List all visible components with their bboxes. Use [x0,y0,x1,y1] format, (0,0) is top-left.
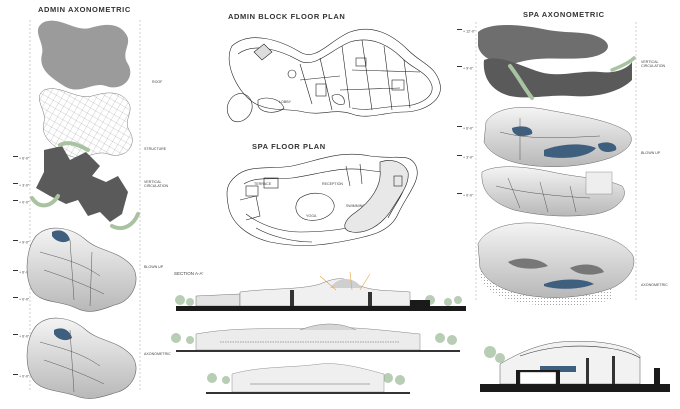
admin-vertical-circulation-label: VERTICAL CIRCULATION [144,180,169,188]
admin-axonometric-title: ADMIN AXONOMETRIC [38,5,131,14]
section-strip-1 [175,271,466,311]
admin-axonometric [26,20,141,399]
spa-blown-up-layer [483,107,632,167]
spa-room-swimming-pool: SWIMMING POOL [346,204,377,208]
spa-section [480,341,670,392]
elevation-marker: + 3'-0" [457,155,473,160]
elevation-marker: + 6'-0" [457,126,473,131]
spa-roof-layer [478,25,608,64]
elevation-marker: + 0'-0" [13,200,29,205]
elevation-marker: + 0'-0" [13,297,29,302]
elevation-marker: + 6'-0" [13,156,29,161]
elevation-marker: + 0'-0" [13,374,29,379]
spa-circulation-layer [483,58,632,98]
spa-room-reception: RECEPTION [322,182,343,186]
elevation-marker: + 9'-0" [457,66,473,71]
admin-blown-up-label: BLOWN UP [144,265,164,269]
spa-vertical-circulation-label: VERTICAL CIRCULATION [641,60,666,68]
section-strip-3 [206,363,410,394]
admin-structure-label: STRUCTURE [144,147,167,151]
admin-blown-up-layer [26,227,137,312]
admin-axonometric-label: AXONOMETRIC [144,352,171,356]
admin-circulation-layer [36,146,128,222]
admin-structure-layer [39,88,133,158]
section-strip-2 [171,323,460,352]
spa-room-terrace: TERRACE [254,182,272,186]
elevation-marker: + 0'-0" [457,193,473,198]
elevation-marker: + 3'-0" [13,183,29,188]
elevation-marker: + 6'-0" [13,334,29,339]
spa-floor-plan [226,153,418,246]
spa-axonometric-title: SPA AXONOMETRIC [523,10,605,19]
elevation-marker: + 12'-0" [457,29,475,34]
spa-axonometric [475,22,637,307]
spa-room-yoga: YOGA [306,214,317,218]
spa-axonometric-layer [477,222,635,298]
section-title: SECTION A-A' [174,271,204,276]
spa-axonometric-label: AXONOMETRIC [641,283,668,287]
elevation-marker: + 6'-0" [13,270,29,275]
elevation-marker: + 9'-0" [13,240,29,245]
admin-floor-plan [226,28,441,123]
admin-roof-layer [37,20,131,90]
admin-floor-plan-title: ADMIN BLOCK FLOOR PLAN [228,12,346,21]
spa-floor-plan-title: SPA FLOOR PLAN [252,142,326,151]
admin-roof-label: ROOF [152,80,163,84]
admin-room-lobby: LOBBY [279,100,291,104]
admin-axonometric-layer [26,317,137,399]
spa-blown-up-label: BLOWN UP [641,151,661,155]
